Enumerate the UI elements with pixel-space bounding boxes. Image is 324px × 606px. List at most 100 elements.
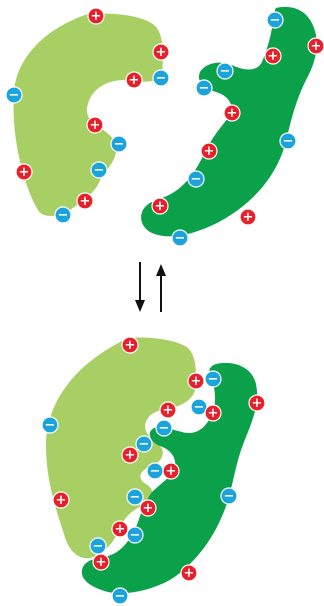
positive-charge-icon: + — [187, 372, 205, 390]
charge-circle — [111, 520, 129, 538]
charge-circle — [86, 116, 104, 134]
charge-sign: + — [129, 73, 140, 88]
charge-circle — [139, 499, 157, 517]
charge-sign: − — [93, 539, 104, 554]
charge-circle — [187, 170, 205, 188]
charge-sign: + — [115, 522, 126, 537]
charge-sign: + — [125, 338, 136, 353]
charge-circle — [162, 462, 180, 480]
charge-circle — [155, 419, 173, 437]
charge-sign: + — [311, 39, 322, 54]
positive-charge-icon: + — [15, 163, 33, 181]
positive-charge-icon: + — [248, 394, 266, 412]
charge-circle — [223, 104, 241, 122]
charge-sign: − — [58, 208, 69, 223]
charge-circle — [187, 372, 205, 390]
charge-sign: − — [283, 134, 294, 149]
charge-circle — [264, 47, 282, 65]
negative-charge-icon: − — [279, 132, 297, 150]
negative-charge-icon: − — [195, 79, 213, 97]
positive-charge-icon: + — [151, 197, 169, 215]
positive-charge-icon: + — [76, 192, 94, 210]
positive-charge-icon: + — [152, 43, 170, 61]
charge-sign: − — [156, 71, 167, 86]
charge-sign: + — [155, 199, 166, 214]
charge-circle — [111, 587, 129, 605]
negative-charge-icon: − — [146, 462, 164, 480]
positive-charge-icon: + — [307, 37, 324, 55]
charge-sign: + — [268, 49, 279, 64]
charge-circle — [52, 491, 70, 509]
charge-circle — [204, 404, 222, 422]
positive-charge-icon: + — [162, 462, 180, 480]
positive-charge-icon: + — [111, 520, 129, 538]
charge-sign: − — [114, 137, 125, 152]
charge-circle — [76, 192, 94, 210]
negative-charge-icon: − — [90, 161, 108, 179]
positive-charge-icon: + — [204, 404, 222, 422]
positive-charge-icon: + — [180, 564, 198, 582]
charge-circle — [126, 488, 144, 506]
charge-sign: + — [96, 555, 107, 570]
charge-sign: − — [130, 490, 141, 505]
charge-circle — [121, 336, 139, 354]
charge-circle — [152, 69, 170, 87]
negative-charge-icon: − — [220, 487, 238, 505]
positive-charge-icon: + — [223, 104, 241, 122]
negative-charge-icon: − — [126, 488, 144, 506]
negative-charge-icon: − — [111, 587, 129, 605]
charge-circle — [152, 43, 170, 61]
charge-sign: − — [94, 163, 105, 178]
negative-charge-icon: − — [89, 537, 107, 555]
positive-charge-icon: + — [200, 142, 218, 160]
charge-circle — [216, 62, 234, 80]
charge-circle — [200, 142, 218, 160]
charge-sign: + — [163, 403, 174, 418]
charge-sign: + — [90, 118, 101, 133]
charge-circle — [180, 564, 198, 582]
charge-circle — [87, 7, 105, 25]
charge-sign: + — [208, 406, 219, 421]
charge-circle — [92, 553, 110, 571]
charge-sign: + — [204, 144, 215, 159]
charge-sign: − — [208, 372, 219, 387]
up-arrow-icon — [156, 264, 166, 312]
negative-charge-icon: − — [216, 62, 234, 80]
charge-circle — [220, 487, 238, 505]
charge-sign: + — [166, 464, 177, 479]
charge-sign: + — [125, 448, 136, 463]
charge-sign: − — [9, 88, 20, 103]
charge-sign: − — [199, 81, 210, 96]
negative-charge-icon: − — [187, 170, 205, 188]
charge-circle — [126, 526, 144, 544]
negative-charge-icon: − — [126, 526, 144, 544]
charge-sign: + — [227, 106, 238, 121]
negative-charge-icon: − — [54, 206, 72, 224]
charge-circle — [15, 163, 33, 181]
charge-sign: + — [143, 501, 154, 516]
charge-sign: + — [56, 493, 67, 508]
charge-sign: − — [220, 64, 231, 79]
negative-charge-icon: − — [135, 435, 153, 453]
equilibrium-arrows — [135, 262, 166, 312]
positive-charge-icon: + — [121, 446, 139, 464]
positive-charge-icon: + — [121, 336, 139, 354]
charge-sign: + — [191, 374, 202, 389]
charge-circle — [171, 229, 189, 247]
charge-sign: − — [194, 400, 205, 415]
negative-charge-icon: − — [171, 229, 189, 247]
charge-circle — [125, 71, 143, 89]
charge-circle — [195, 79, 213, 97]
charge-sign: + — [91, 9, 102, 24]
negative-charge-icon: − — [110, 135, 128, 153]
positive-charge-icon: + — [92, 553, 110, 571]
charge-sign: + — [252, 396, 263, 411]
charge-sign: − — [270, 13, 281, 28]
positive-charge-icon: + — [52, 491, 70, 509]
charge-circle — [151, 197, 169, 215]
charge-circle — [90, 161, 108, 179]
charge-circle — [159, 401, 177, 419]
surface-charges: +++−−+−−++−−++−−+−+−++−++−+−++−−−+−+−−++… — [5, 7, 324, 605]
protein-a-bound — [46, 337, 197, 559]
